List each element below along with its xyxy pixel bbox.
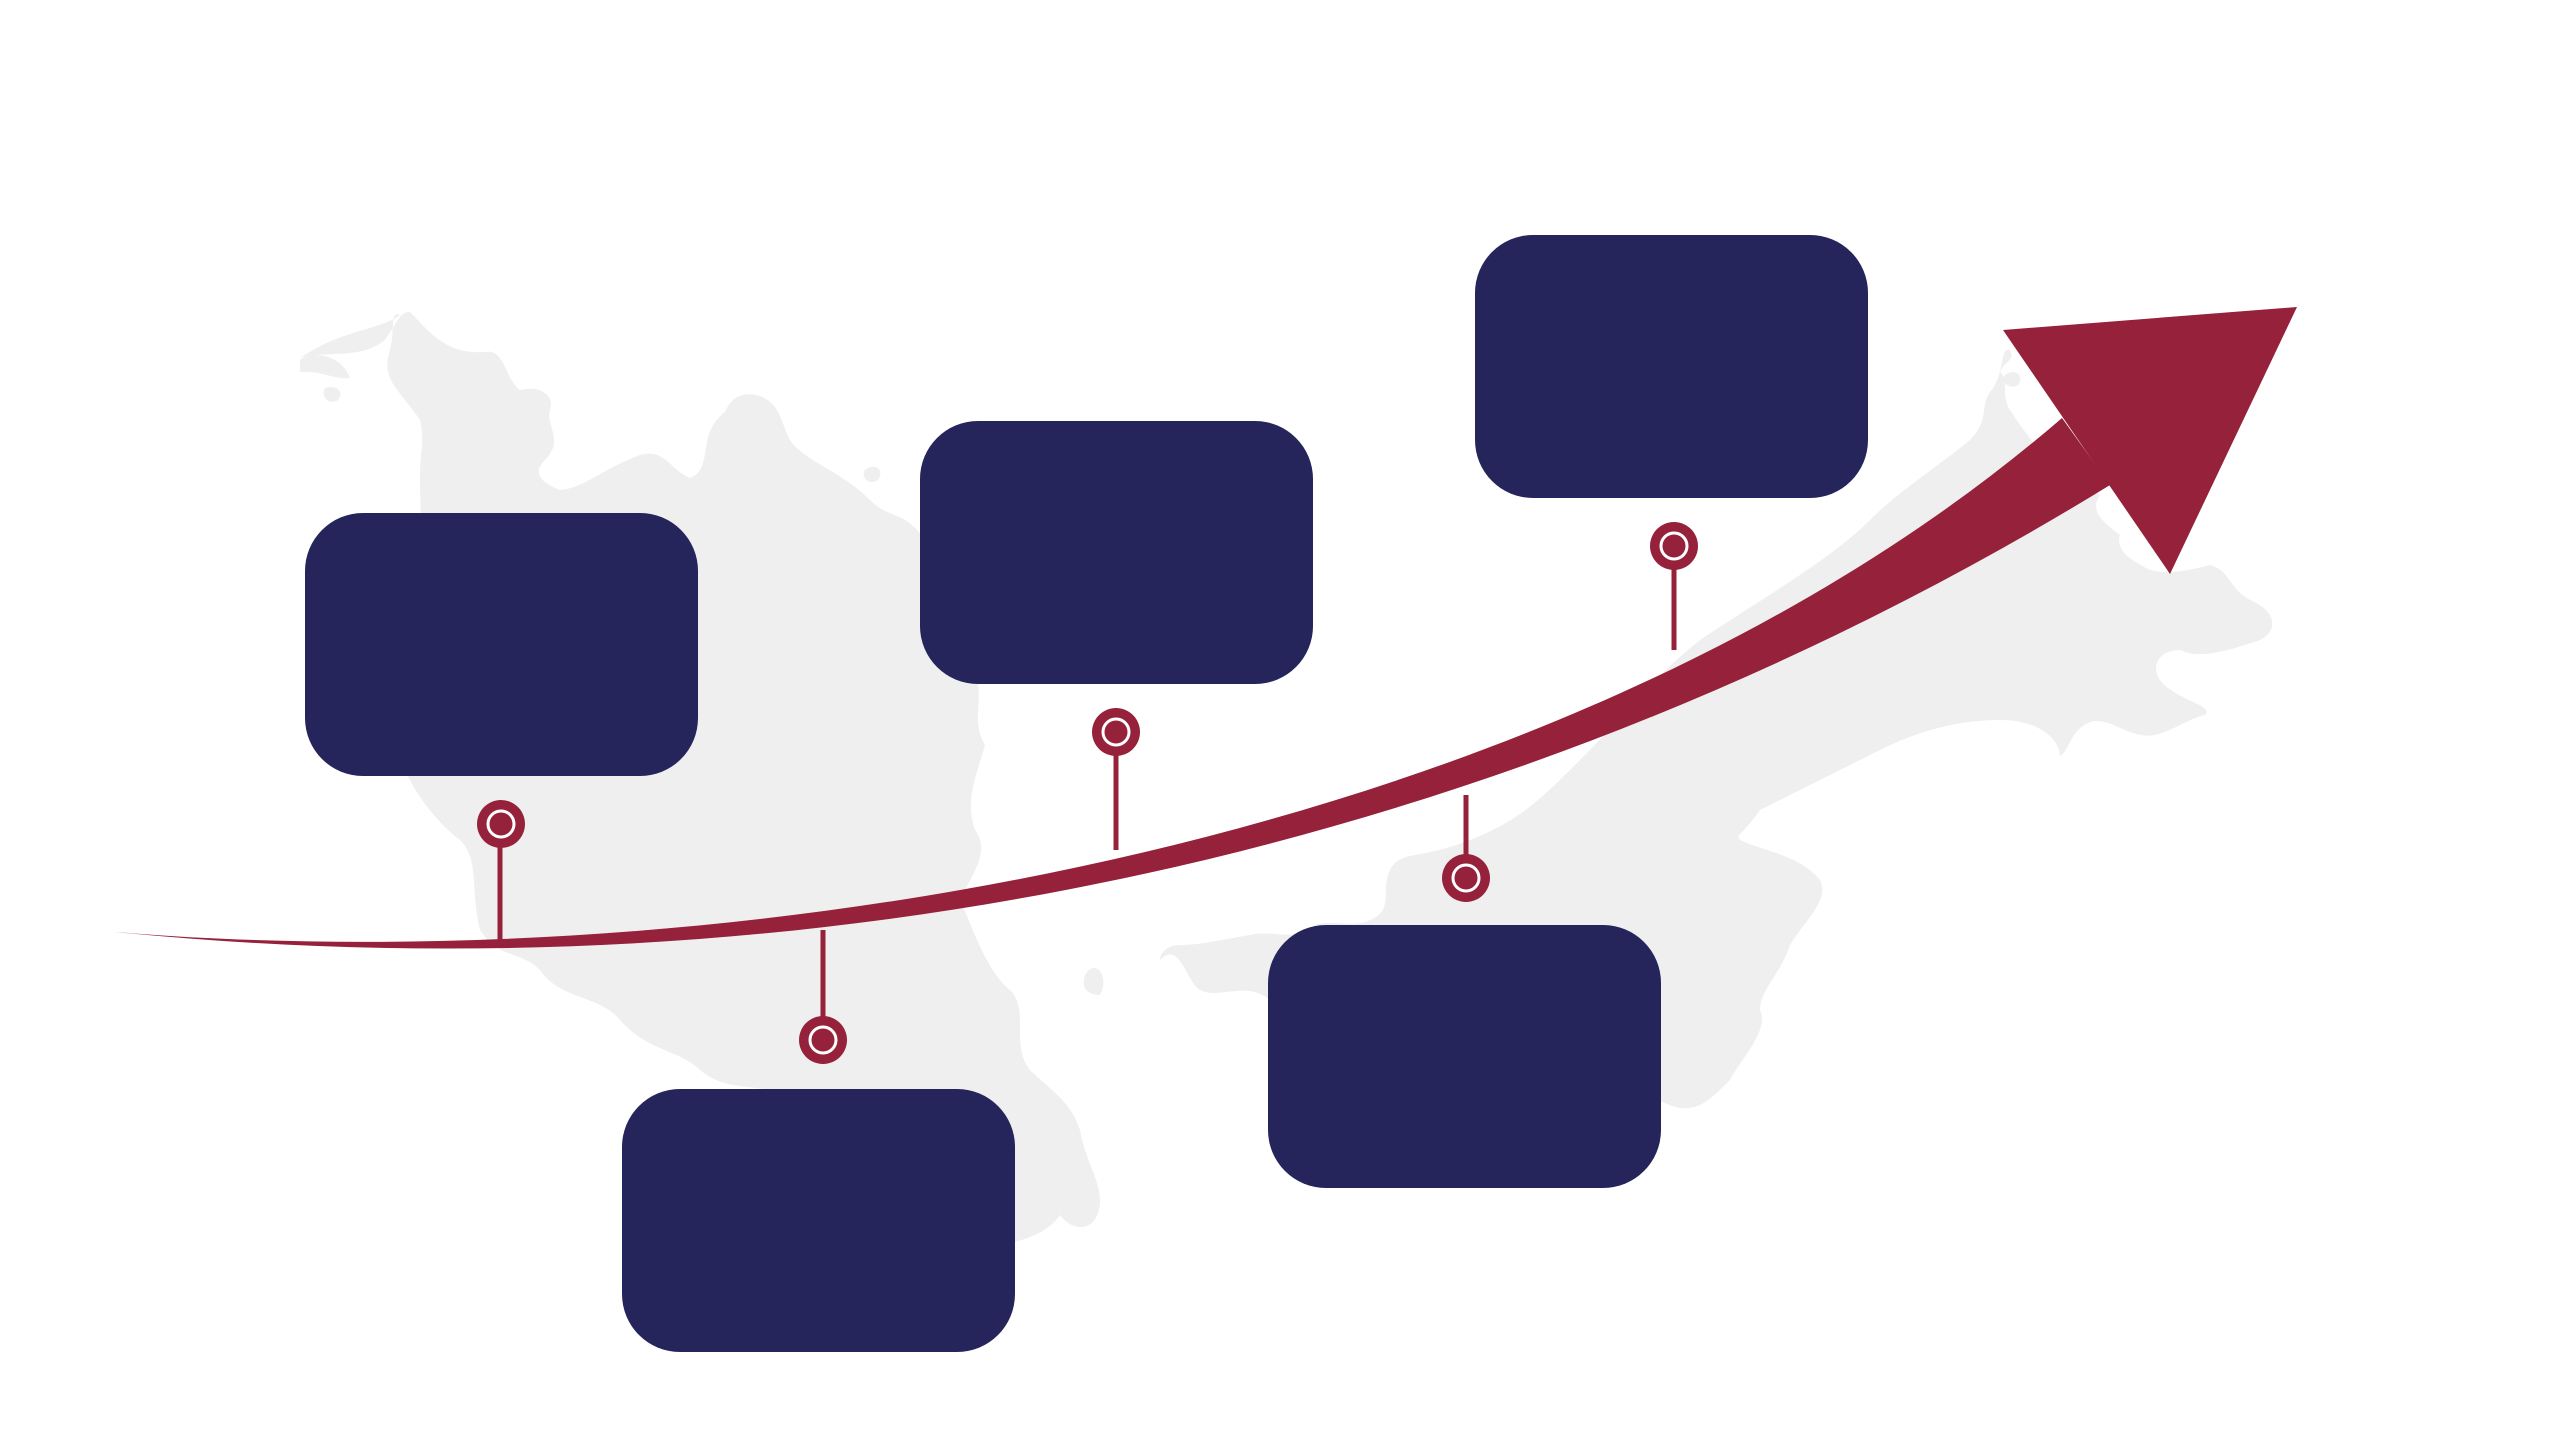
target-markers: [477, 522, 1698, 1064]
map-island-small-5: [2003, 372, 2021, 387]
map-island-small-2: [323, 387, 341, 402]
target-marker-icon-1: [477, 800, 525, 848]
map-island-small-4: [1083, 968, 1104, 995]
growth-arrow-head: [2003, 307, 2297, 574]
target-marker-icon-3: [1092, 708, 1140, 756]
timeline-card-1: [305, 513, 698, 776]
target-marker-icon-5: [1650, 522, 1698, 570]
growth-arrow: [115, 307, 2297, 949]
map-island-small-3: [863, 466, 881, 483]
timeline-card-3: [920, 421, 1313, 684]
map-island-small-1: [300, 355, 350, 379]
target-marker-icon-2: [799, 1016, 847, 1064]
timeline-card-4: [1268, 925, 1661, 1188]
target-marker-icon-4: [1442, 854, 1490, 902]
timeline-card-2: [622, 1089, 1015, 1352]
timeline-card-5: [1475, 235, 1868, 498]
growth-arrow-shaft: [115, 418, 2110, 949]
connector-lines: [497, 562, 1677, 1018]
